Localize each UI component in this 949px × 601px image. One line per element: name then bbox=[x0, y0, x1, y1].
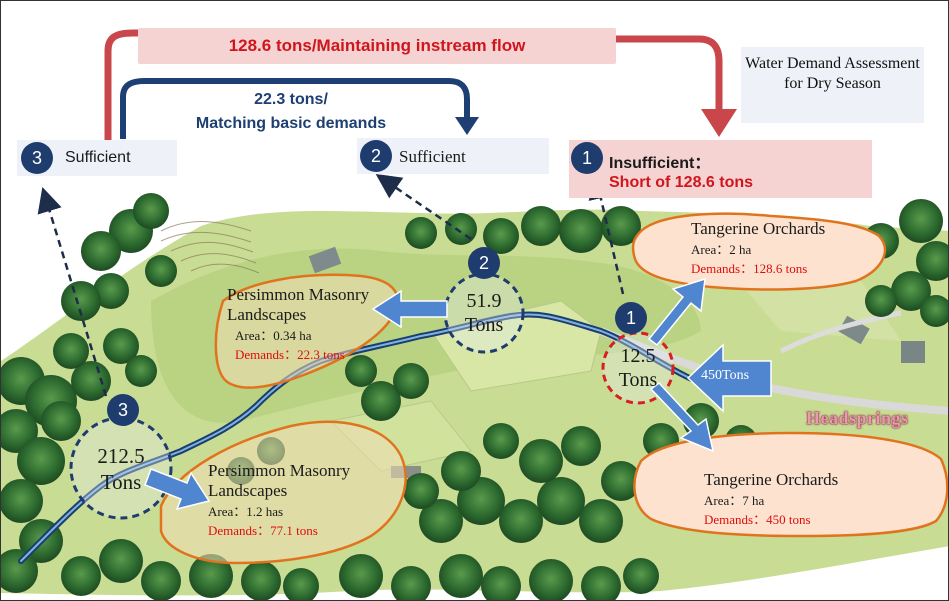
status-badge-1: 1 bbox=[571, 142, 603, 174]
node-value-1: 12.5 bbox=[620, 345, 656, 367]
status-box-3: 3 Sufficient bbox=[17, 140, 177, 176]
basic-demand-label: 22.3 tons/ Matching basic demands bbox=[161, 88, 421, 136]
arrow-to-persimmon-bottom bbox=[144, 468, 211, 511]
node-badge-2: 2 bbox=[468, 247, 500, 279]
node-unit-1: Tons bbox=[618, 369, 658, 391]
status-box-1: 1 Insufficient： Short of 128.6 tons bbox=[569, 140, 872, 198]
node-value-3: 212.5 bbox=[97, 444, 145, 468]
inflow-arrow bbox=[686, 343, 772, 413]
node-tons-2: 51.9 Tons bbox=[449, 289, 519, 337]
area-label-tangerine-top: Tangerine Orchards Area：2 ha Demands：128… bbox=[691, 219, 825, 277]
node-unit-3: Tons bbox=[100, 470, 142, 494]
area-title-line-2: Landscapes bbox=[227, 305, 307, 324]
basic-demand-line-2: Matching basic demands bbox=[195, 115, 387, 132]
node-circle-3 bbox=[69, 416, 173, 520]
basic-demand-line-1: 22.3 tons/ bbox=[254, 91, 328, 108]
node-tons-1: 12.5 Tons bbox=[603, 344, 673, 392]
area-label-tangerine-bottom: Tangerine Orchards Area：7 ha Demands：450… bbox=[704, 470, 838, 528]
status-text-1: Insufficient： bbox=[609, 155, 711, 172]
arrow-to-top-orchard bbox=[647, 277, 706, 347]
area-demand: Demands：77.1 tons bbox=[208, 523, 318, 538]
area-title-line-2: Landscapes bbox=[208, 481, 288, 500]
node-value-2: 51.9 bbox=[466, 290, 502, 312]
area-title: Tangerine Orchards bbox=[704, 470, 839, 489]
link-node3-status bbox=[37, 187, 108, 397]
node-unit-2: Tons bbox=[464, 314, 504, 336]
area-title-line-1: Persimmon Masonry bbox=[227, 285, 370, 304]
basic-demand-arrow bbox=[120, 78, 470, 139]
area-size: Area：2 ha bbox=[691, 242, 752, 257]
status-text-2: Sufficient bbox=[399, 147, 466, 166]
area-demand: Demands：128.6 tons bbox=[691, 261, 808, 276]
area-outline-persimmon-bottom bbox=[159, 420, 407, 565]
inflow-label: 450Tons bbox=[701, 368, 750, 383]
diagram-title: Water Demand Assessment for Dry Season bbox=[741, 47, 924, 123]
supply-arrows bbox=[144, 277, 772, 511]
link-node2-status bbox=[375, 173, 472, 241]
area-label-persimmon-bottom: Persimmon Masonry Landscapes Area：1.2 ha… bbox=[208, 461, 350, 539]
area-outline-persimmon-top bbox=[214, 273, 399, 389]
headsprings-label: Headsprings bbox=[806, 408, 909, 428]
status-badge-2: 2 bbox=[360, 140, 392, 172]
instream-flow-banner: 128.6 tons/Maintaining instream flow bbox=[138, 28, 616, 64]
area-size: Area：0.34 ha bbox=[235, 328, 312, 343]
instream-flow-label: 128.6 tons/Maintaining instream flow bbox=[228, 36, 526, 55]
area-demand: Demands：22.3 tons bbox=[235, 347, 345, 362]
area-outline-tangerine-top bbox=[631, 212, 887, 291]
area-demand: Demands：450 tons bbox=[704, 512, 811, 527]
arrow-to-persimmon-top bbox=[371, 289, 448, 329]
node-badge-3: 3 bbox=[107, 394, 139, 426]
area-size: Area：1.2 has bbox=[208, 504, 284, 519]
link-node1-status bbox=[588, 173, 625, 295]
node-tons-3: 212.5 Tons bbox=[76, 443, 166, 495]
area-label-persimmon-top: Persimmon Masonry Landscapes Area：0.34 h… bbox=[227, 285, 369, 363]
node-badge-1: 1 bbox=[615, 302, 647, 334]
instream-flow-arrow bbox=[104, 29, 723, 151]
area-size: Area：7 ha bbox=[704, 493, 765, 508]
status-box-2: 2 Sufficient bbox=[357, 138, 549, 174]
area-outline-tangerine-bottom bbox=[633, 431, 948, 538]
arrow-to-bottom-orchard bbox=[649, 381, 715, 453]
area-title-line-1: Persimmon Masonry bbox=[208, 461, 351, 480]
status-detail-1: Short of 128.6 tons bbox=[609, 174, 754, 191]
area-title: Tangerine Orchards bbox=[691, 219, 826, 238]
status-text-3: Sufficient bbox=[65, 149, 131, 166]
status-badge-3: 3 bbox=[21, 142, 53, 174]
